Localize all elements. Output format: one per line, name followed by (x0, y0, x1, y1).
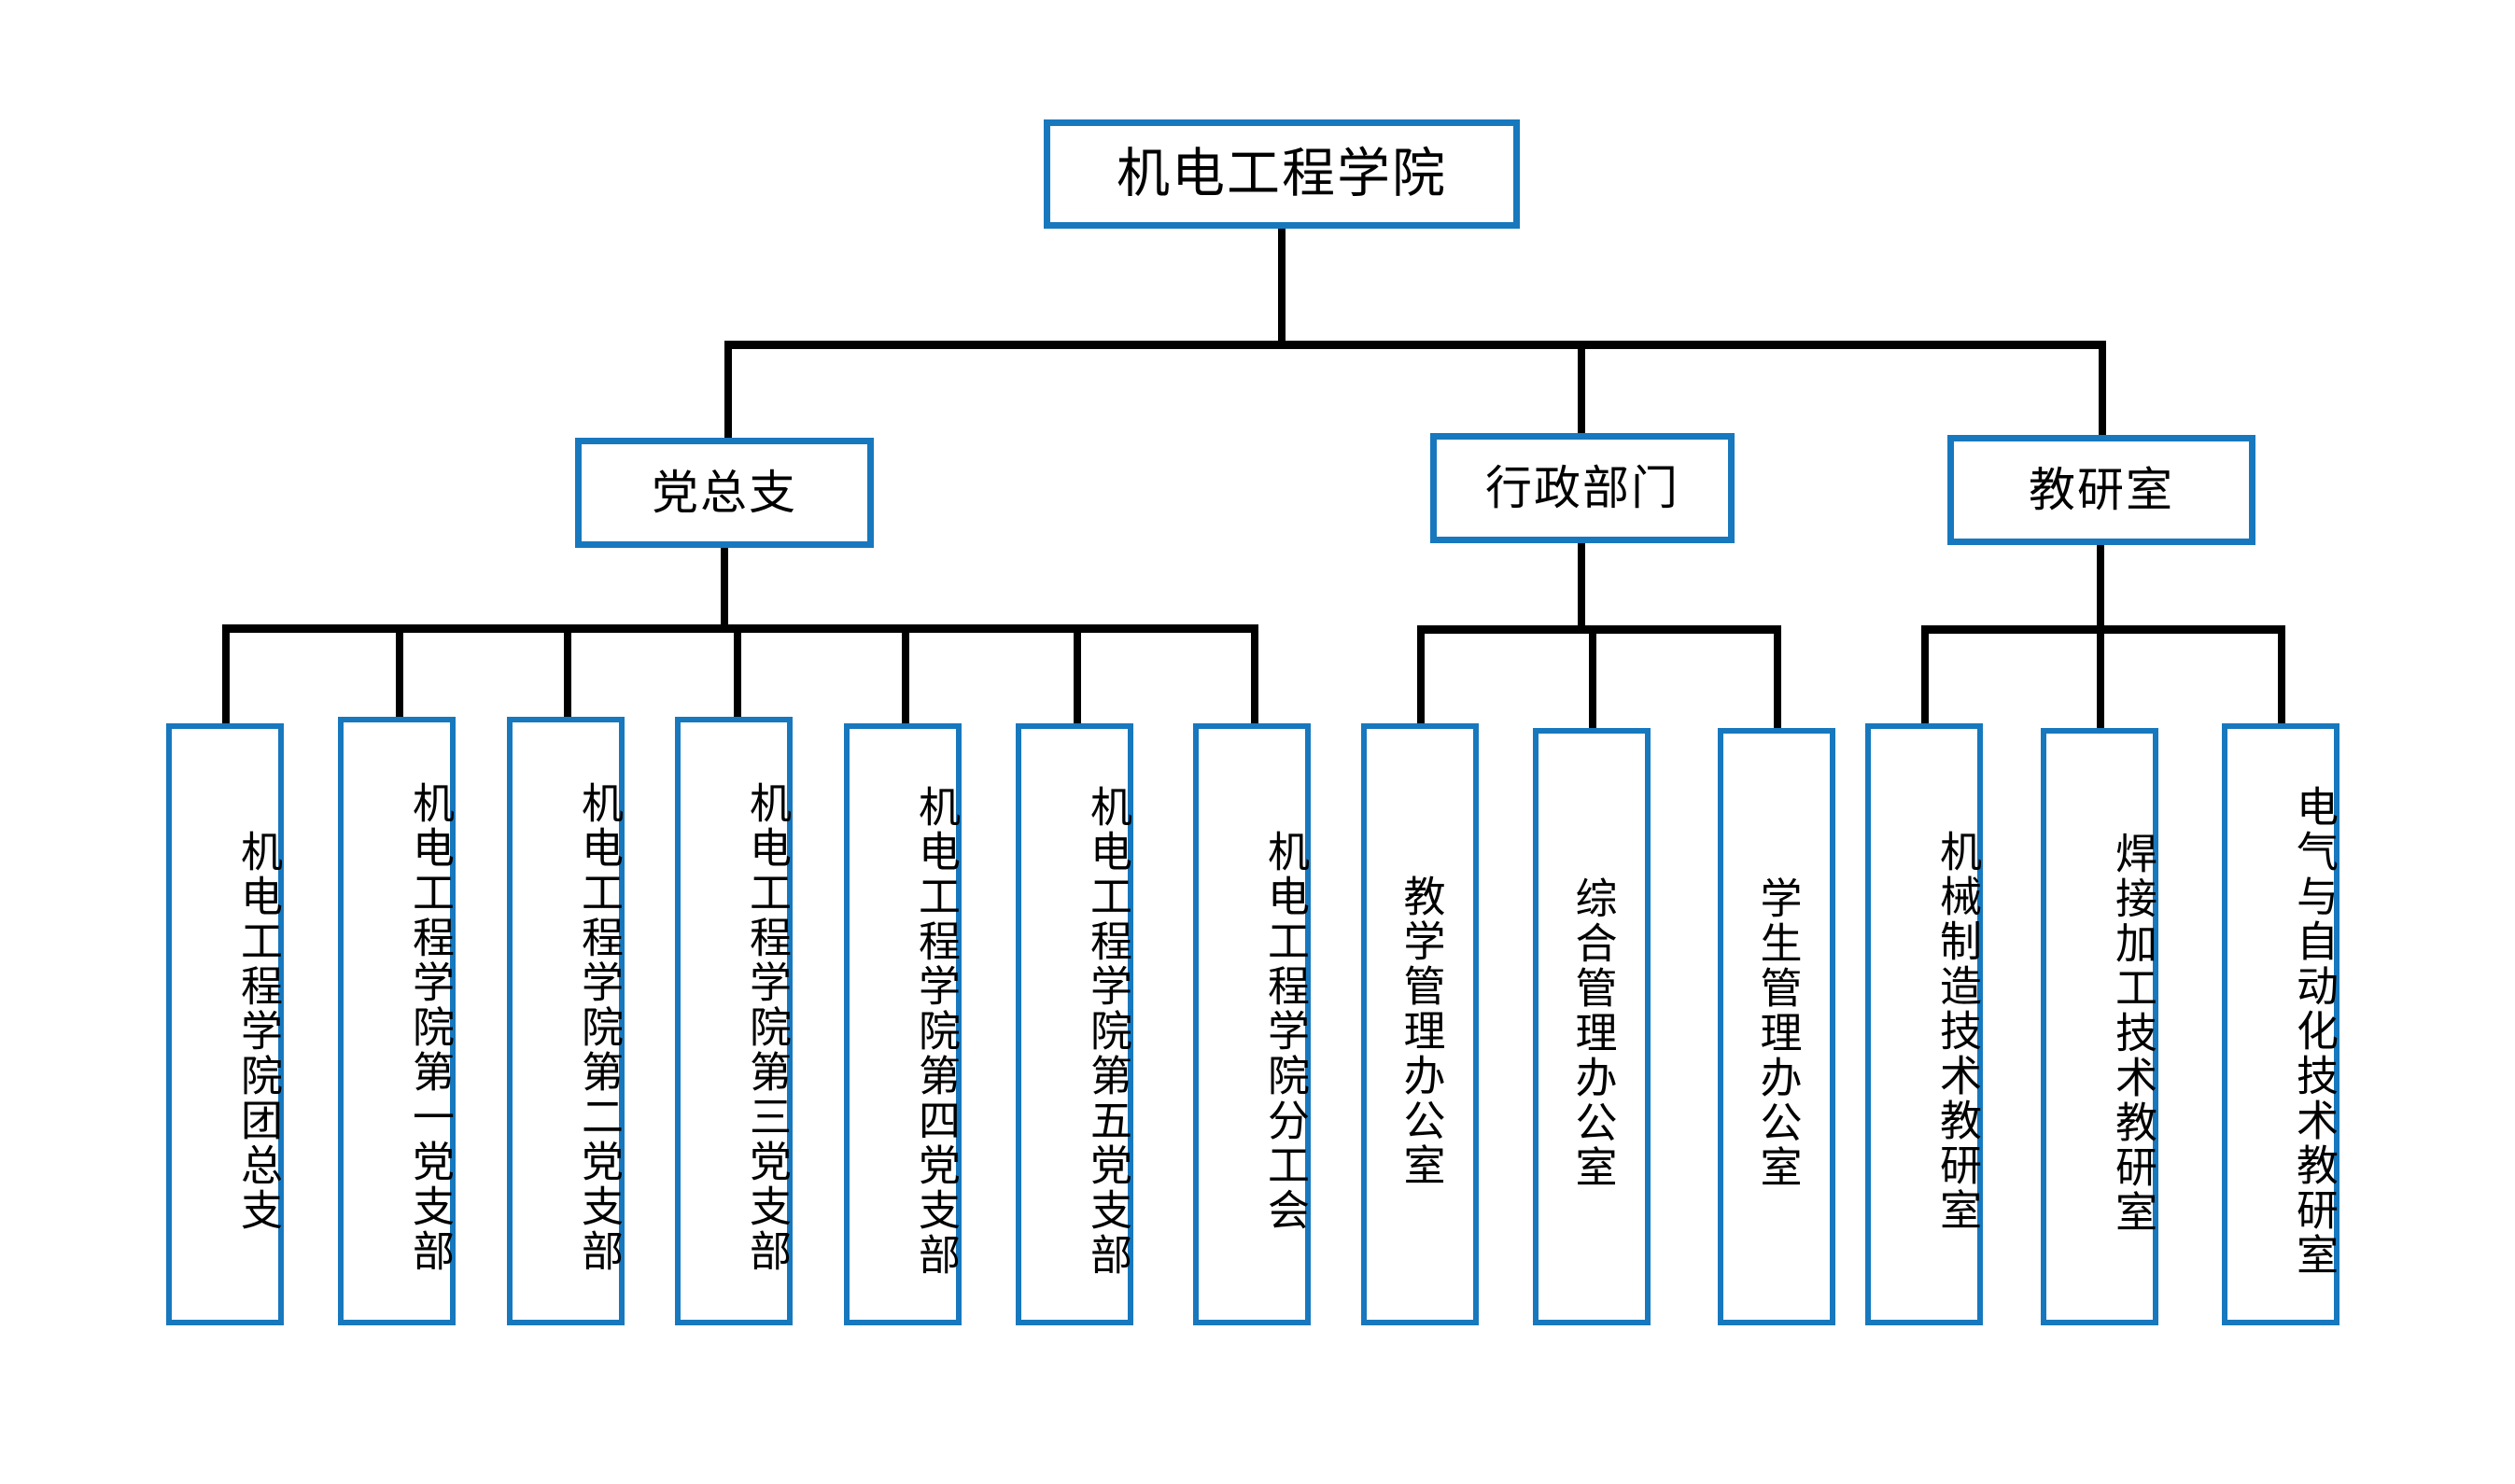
node-leaf-party-4[interactable]: 机电工程学院第四党支部 (844, 723, 962, 1325)
node-leaf-teaching-2[interactable]: 电气与自动化技术教研室 (2222, 723, 2339, 1325)
connector-party-child-4 (902, 624, 909, 727)
node-admin-branch[interactable]: 行政部门 (1430, 433, 1735, 543)
connector-admin-stem (1578, 543, 1585, 629)
connector-admin-child-0 (1417, 625, 1425, 728)
connector-admin-child-2 (1774, 625, 1781, 728)
node-leaf-party-6[interactable]: 机电工程学院分工会 (1193, 723, 1311, 1325)
connector-drop-teaching (2099, 341, 2106, 443)
connector-teaching-child-2 (2278, 625, 2285, 728)
node-leaf-teaching-1[interactable]: 焊接加工技术教研室 (2041, 728, 2158, 1325)
connector-admin-child-1 (1589, 625, 1596, 728)
node-root[interactable]: 机电工程学院 (1044, 119, 1520, 229)
node-leaf-party-5[interactable]: 机电工程学院第五党支部 (1016, 723, 1133, 1325)
connector-party-child-0 (222, 624, 230, 727)
connector-party-child-2 (564, 624, 571, 727)
connector-party-child-5 (1074, 624, 1081, 727)
node-leaf-admin-2[interactable]: 学生管理办公室 (1718, 728, 1835, 1325)
node-leaf-party-2[interactable]: 机电工程学院第二党支部 (507, 717, 625, 1325)
node-teaching-branch[interactable]: 教研室 (1947, 435, 2255, 545)
connector-party-child-6 (1251, 624, 1258, 727)
connector-party-child-1 (396, 624, 403, 727)
connector-teaching-child-1 (2097, 625, 2104, 728)
node-party-branch[interactable]: 党总支 (575, 438, 874, 548)
node-leaf-party-3[interactable]: 机电工程学院第三党支部 (675, 717, 793, 1325)
connector-level2-bus (724, 341, 2106, 349)
connector-teaching-stem (2097, 545, 2104, 629)
node-leaf-teaching-0[interactable]: 机械制造技术教研室 (1865, 723, 1983, 1325)
node-leaf-admin-1[interactable]: 综合管理办公室 (1533, 728, 1651, 1325)
connector-drop-party (724, 341, 732, 443)
connector-admin-bus (1417, 625, 1781, 634)
node-leaf-party-1[interactable]: 机电工程学院第一党支部 (338, 717, 456, 1325)
connector-party-child-3 (734, 624, 741, 727)
connector-root-stem (1278, 229, 1286, 344)
connector-drop-admin (1578, 341, 1585, 443)
node-leaf-admin-0[interactable]: 教学管理办公室 (1361, 723, 1479, 1325)
connector-teaching-child-0 (1921, 625, 1929, 728)
connector-party-stem (721, 548, 728, 628)
node-leaf-party-0[interactable]: 机电工程学院团总支 (166, 723, 284, 1325)
